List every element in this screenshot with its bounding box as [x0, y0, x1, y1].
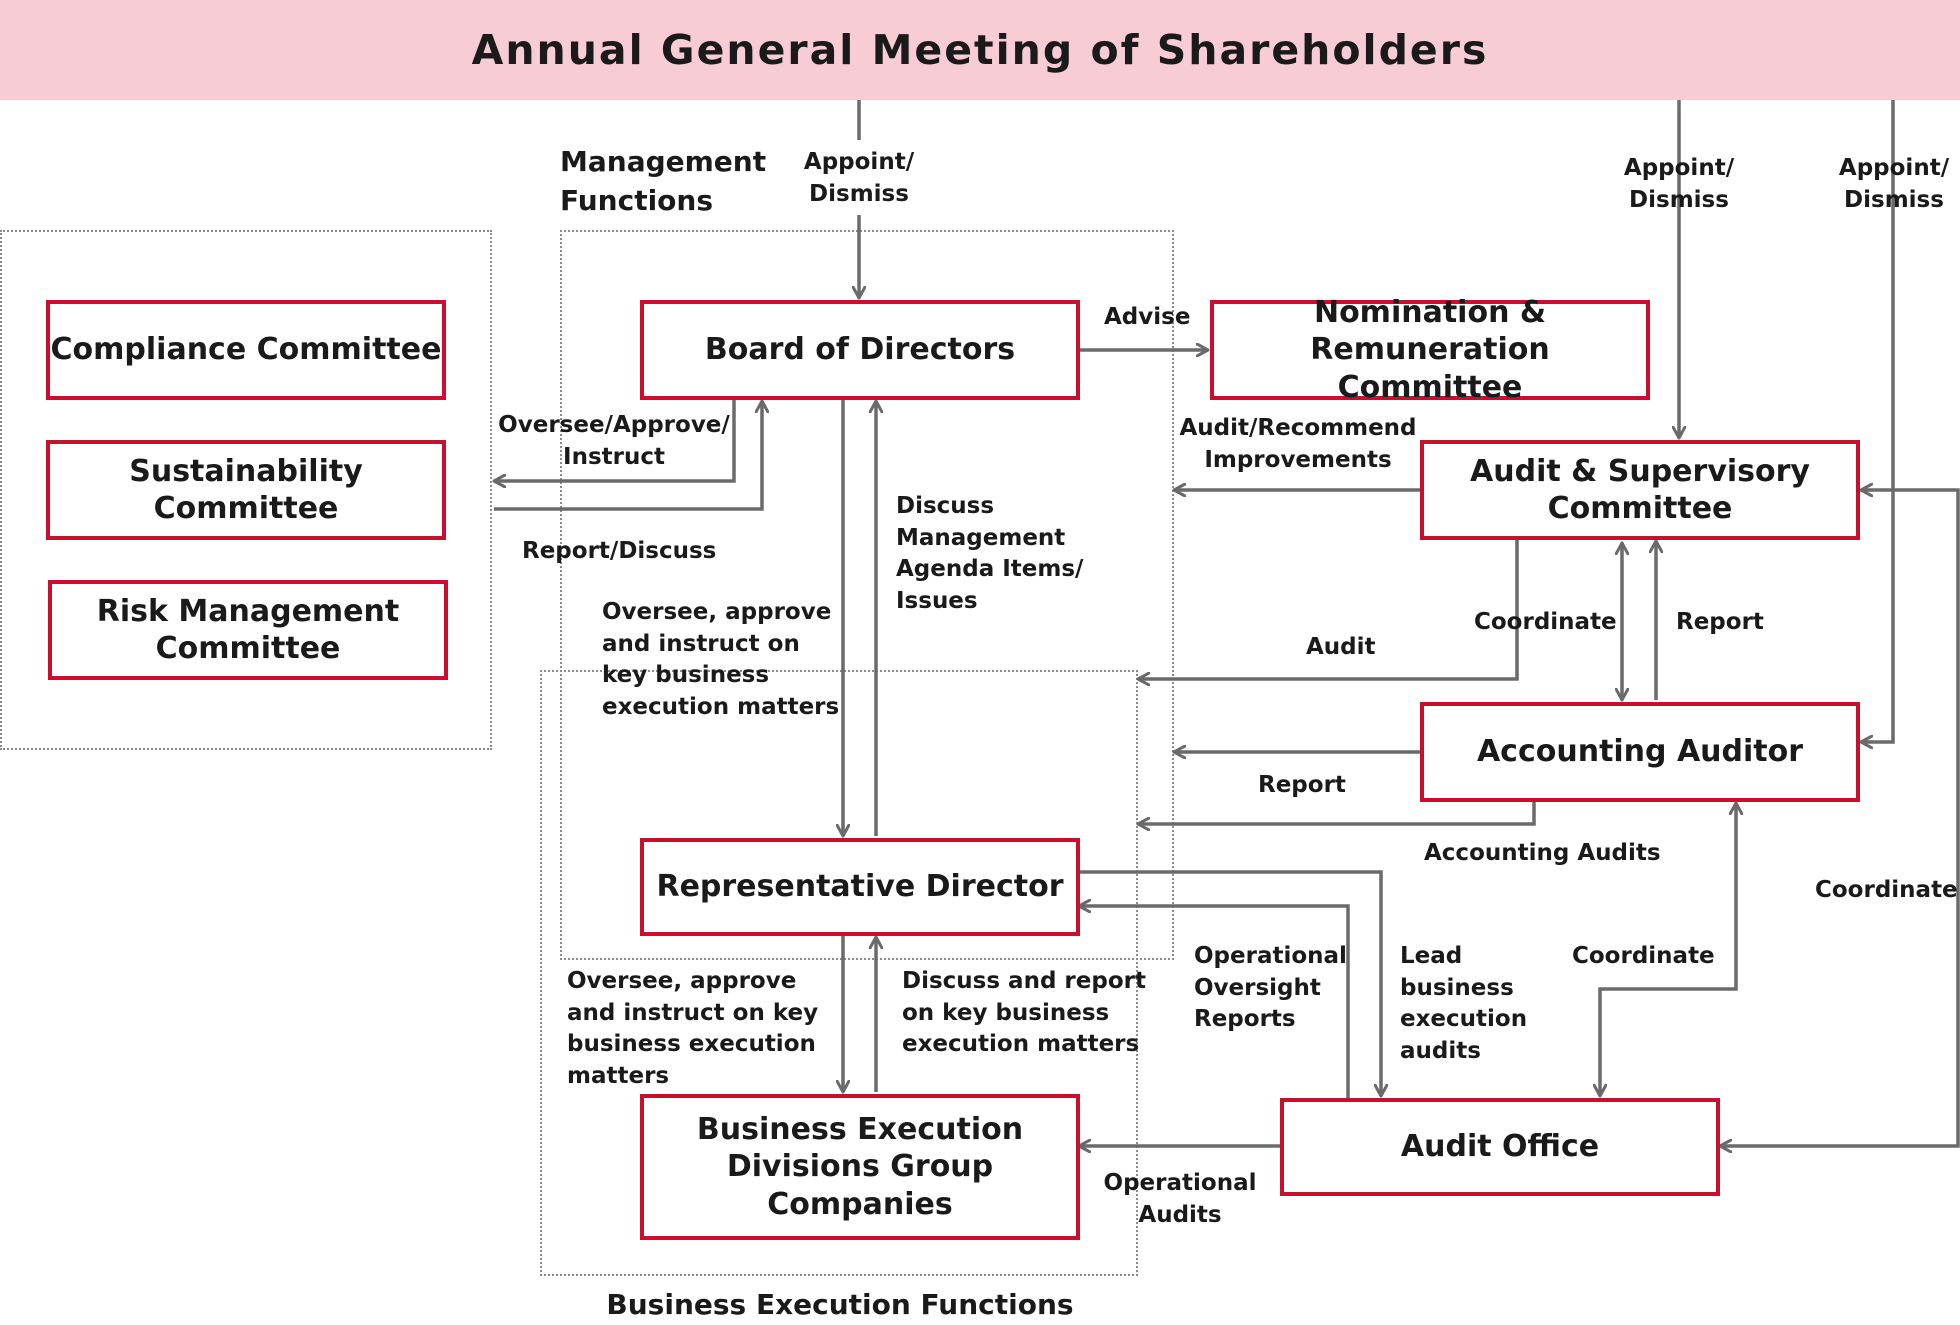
- arrow-accounting-audits: [1138, 802, 1536, 824]
- report-to-supervisory-label: Report: [1676, 609, 1764, 635]
- discuss-report-label: Discuss and report on key business execu…: [902, 968, 1146, 1058]
- shareholders-banner: [0, 0, 1960, 100]
- audit-recommend-label: Audit/Recommend Improvements: [1179, 415, 1417, 473]
- banner-title: Annual General Meeting of Shareholders: [471, 26, 1489, 74]
- committees-region: [0, 230, 492, 750]
- arrow-operational-oversight: [1079, 906, 1350, 1098]
- oversee-business-label: Oversee, approve and instruct on key bus…: [567, 968, 819, 1090]
- nomination-remuneration-committee-box: Nomination & Remuneration Committee: [1210, 295, 1650, 405]
- arrow-coordinate-right: [1720, 490, 1960, 1146]
- business-execution-functions-label: Business Execution Functions: [606, 1288, 1074, 1321]
- report-accounting-label: Report: [1258, 772, 1346, 798]
- representative-director-box: Representative Director: [640, 838, 1080, 936]
- business-execution-box: Business Execution Divisions Group Compa…: [640, 1094, 1080, 1240]
- arrow-lead-audits: [1078, 870, 1381, 1096]
- audit-label: Audit: [1306, 634, 1376, 660]
- appoint-dismiss-accounting-label: Appoint/ Dismiss: [1838, 155, 1950, 213]
- compliance-committee-box: Compliance Committee: [46, 300, 446, 400]
- audit-office-box: Audit Office: [1280, 1098, 1720, 1196]
- management-functions-region: [560, 230, 1174, 960]
- arrow-report-discuss: [494, 401, 762, 511]
- operational-oversight-label: Operational Oversight Reports: [1194, 943, 1347, 1033]
- board-of-directors-box: Board of Directors: [640, 300, 1080, 400]
- business-execution-functions-region: [540, 670, 1138, 1276]
- coordinate-supervisory-accounting-label: Coordinate: [1474, 609, 1617, 635]
- sustainability-committee-box: Sustainability Committee: [46, 440, 446, 540]
- advise-label: Advise: [1104, 304, 1191, 330]
- appoint-dismiss-supervisory-label: Appoint/ Dismiss: [1623, 155, 1735, 213]
- coordinate-right-label: Coordinate: [1815, 877, 1958, 903]
- report-discuss-label: Report/Discuss: [522, 538, 717, 564]
- appoint-dismiss-board-label: Appoint/ Dismiss: [803, 149, 915, 207]
- audit-supervisory-committee-box: Audit & Supervisory Committee: [1420, 440, 1860, 540]
- operational-audits-label: Operational Audits: [1103, 1170, 1257, 1228]
- lead-audits-label: Lead business execution audits: [1400, 943, 1528, 1065]
- discuss-management-label: Discuss Management Agenda Items/ Issues: [896, 493, 1084, 615]
- accounting-auditor-box: Accounting Auditor: [1420, 702, 1860, 802]
- arrow-audit: [1138, 540, 1519, 679]
- oversee-key-matters-label: Oversee, approve and instruct on key bus…: [602, 599, 840, 721]
- coordinate-office-accounting-label: Coordinate: [1572, 943, 1715, 969]
- risk-management-committee-box: Risk Management Committee: [48, 580, 448, 680]
- management-functions-label: Management Functions: [560, 145, 767, 217]
- arrow-coordinate-office-accounting: [1600, 803, 1736, 1096]
- oversee-approve-instruct-label: Oversee/Approve/ Instruct: [498, 412, 730, 470]
- arrow-oversee-committees: [494, 400, 736, 481]
- accounting-audits-label: Accounting Audits: [1424, 840, 1661, 866]
